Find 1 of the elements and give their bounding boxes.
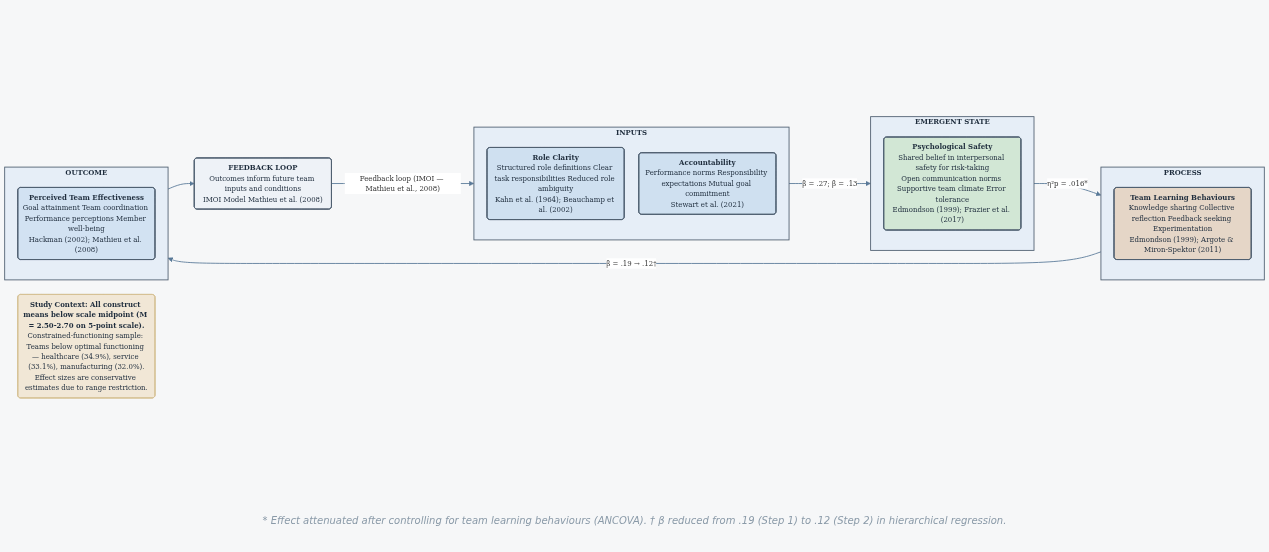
footnote: * Effect attenuated after controlling for team learning behaviours (ANCOVA). † β reduced from .19 (Step 1) to .12 (Step 2) in hierarchical regression. (261, 515, 1008, 526)
